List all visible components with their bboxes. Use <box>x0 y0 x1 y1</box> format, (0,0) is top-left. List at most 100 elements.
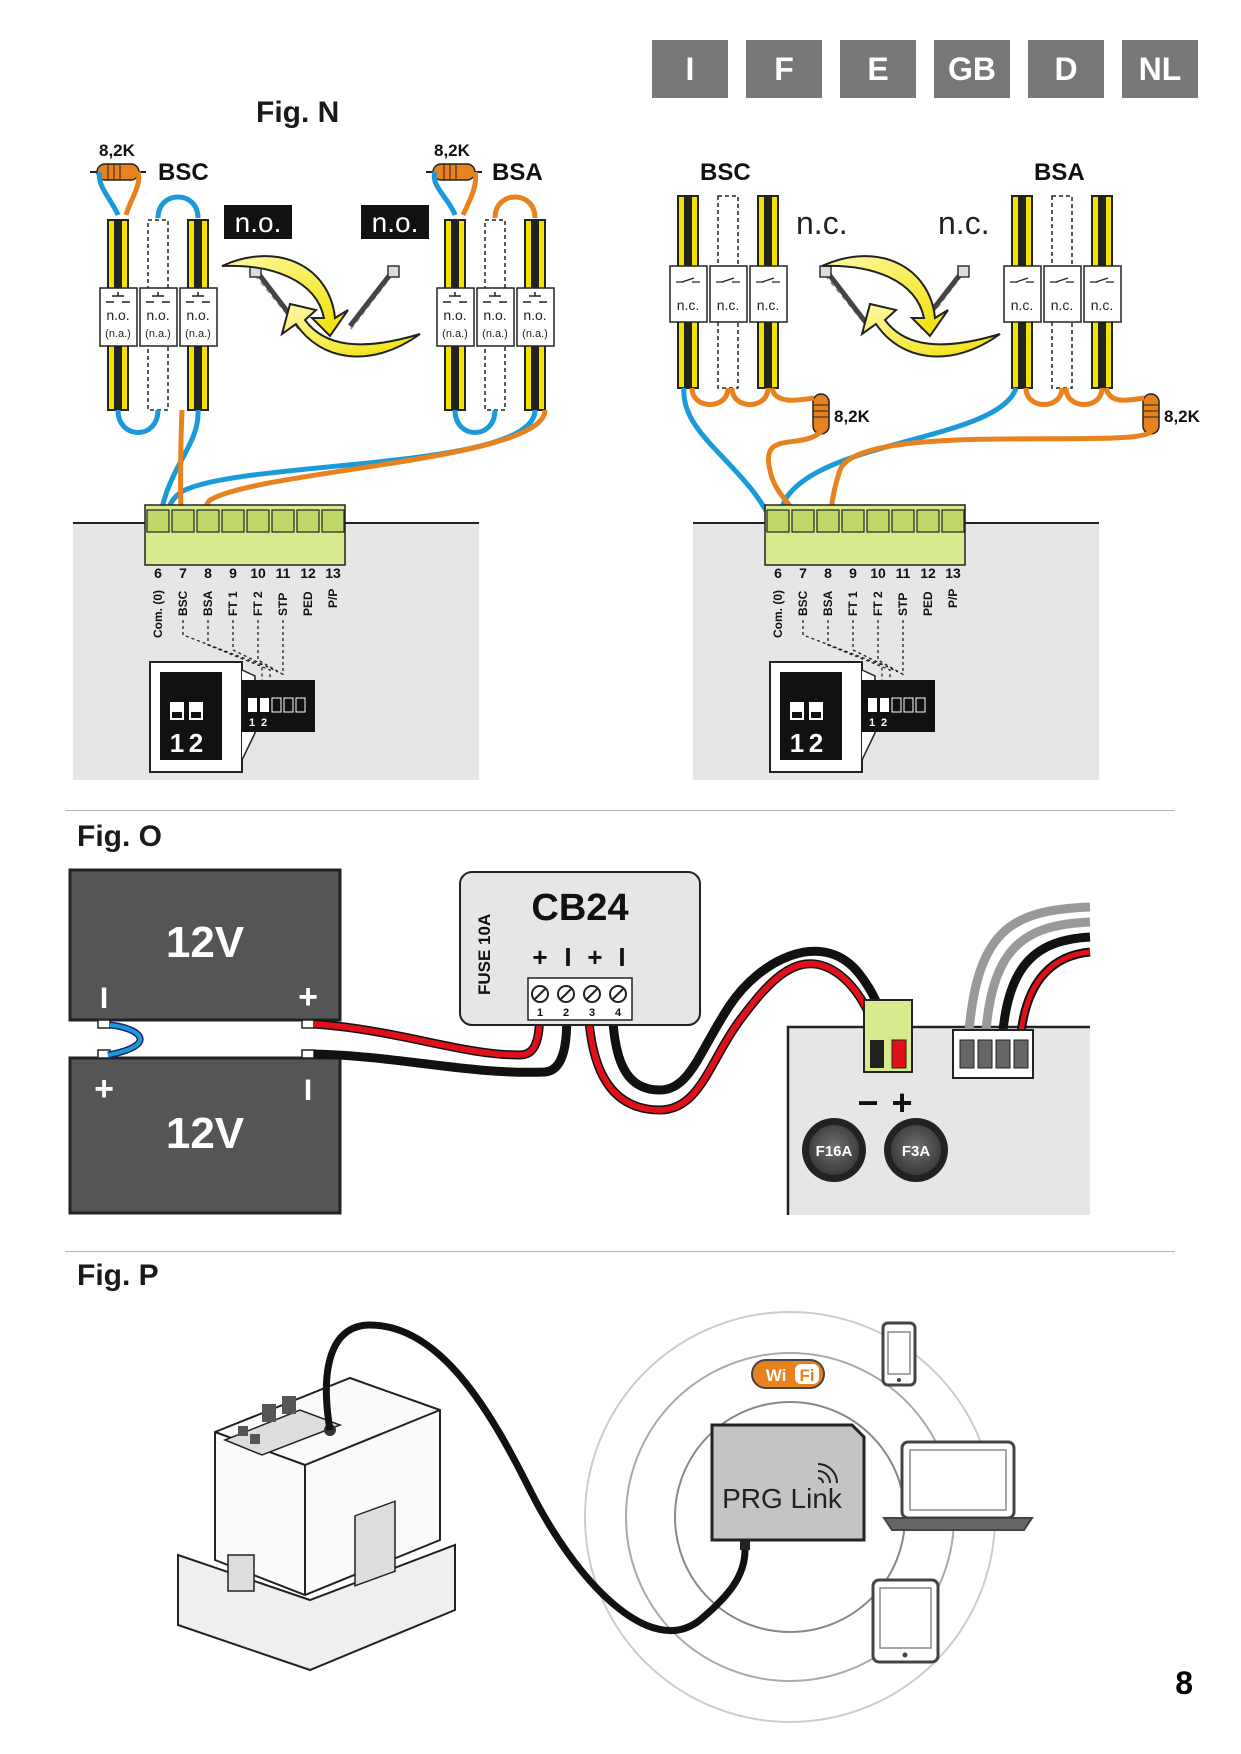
resistor-bsa-right <box>1142 393 1160 435</box>
cb24-module <box>459 871 701 1026</box>
terminal-name-ped-left: PED <box>301 591 315 616</box>
dip-label-2-left: 2 <box>189 728 203 758</box>
cb24-fuse-label: FUSE 10A <box>475 914 494 995</box>
terminal-name-stp-right: STP <box>896 593 910 616</box>
wifi-badge <box>751 1359 825 1389</box>
contact-nc-3: n.c. <box>757 297 780 313</box>
smartphone-icon <box>881 1321 917 1387</box>
bsa-label-right: BSA <box>1034 159 1085 186</box>
page-number: 8 <box>1175 1665 1193 1701</box>
gate-arrows-left <box>221 255 421 358</box>
cb24-pol-4: I <box>618 942 625 972</box>
terminal-9-right: 9 <box>849 565 857 581</box>
contact-no-2: n.o. <box>146 307 169 323</box>
contact-no-3: n.o. <box>186 307 209 323</box>
nc-switch-symbols <box>676 277 1114 283</box>
fig-n-left: n.o. n.o. n.o. n.o. n.o. n.o. (n.a.) (n.… <box>73 141 555 780</box>
terminal-block-right <box>764 504 966 566</box>
terminal-12-left: 12 <box>300 565 316 581</box>
terminal-10-right: 10 <box>870 565 886 581</box>
battery-bottom-minus: I <box>304 1074 312 1107</box>
wires-left <box>96 171 548 541</box>
terminal-13-right: 13 <box>945 565 961 581</box>
terminal-10-left: 10 <box>250 565 266 581</box>
battery-top-voltage: 12V <box>166 918 245 967</box>
control-board-right <box>693 523 1099 780</box>
dip-leaders-left <box>182 620 285 680</box>
lang-tab-i[interactable]: I <box>652 40 728 98</box>
contact-boxes-right <box>669 265 1122 323</box>
terminal-name-bsa-right: BSA <box>821 590 835 616</box>
switch-symbols-left <box>106 292 547 303</box>
terminal-12-right: 12 <box>920 565 936 581</box>
no-tag-text-1: n.o. <box>235 207 282 238</box>
contact-nc-4: n.c. <box>1011 297 1034 313</box>
dip-label-1-left: 1 <box>170 728 184 758</box>
dip-switch-left <box>149 661 315 773</box>
dip-switch-right <box>769 661 935 773</box>
fig-o: 12V 12V I + + I CB24 FUSE 10A + I + <box>68 868 1091 1215</box>
dip-label-1-right: 1 <box>790 728 804 758</box>
terminal-name-bsa-left: BSA <box>201 590 215 616</box>
contact-na-4: (n.a.) <box>442 328 468 340</box>
terminal-7-right: 7 <box>799 565 807 581</box>
terminal-6-left: 6 <box>154 565 162 581</box>
resistor-label-bsa-left: 8,2K <box>434 141 471 160</box>
cb24-terminal-2: 2 <box>563 1007 569 1019</box>
cb24-name: CB24 <box>531 887 628 929</box>
lang-tab-gb[interactable]: GB <box>934 40 1010 98</box>
terminal-7-left: 7 <box>179 565 187 581</box>
terminal-name-bsc-left: BSC <box>176 590 190 616</box>
terminal-9-left: 9 <box>229 565 237 581</box>
contact-no-1: n.o. <box>106 307 129 323</box>
terminal-name-bsc-right: BSC <box>796 590 810 616</box>
lang-tab-e[interactable]: E <box>840 40 916 98</box>
divider-n-o <box>65 810 1175 811</box>
fig-p: PRG Link Wi Fi <box>177 1311 1034 1723</box>
contact-na-1: (n.a.) <box>105 328 131 340</box>
nc-tag-2: n.c. <box>938 205 990 241</box>
contact-na-2: (n.a.) <box>145 328 171 340</box>
contact-na-5: (n.a.) <box>482 328 508 340</box>
wires-fig-o <box>107 946 895 1115</box>
dip-small-1-left: 1 <box>249 717 255 729</box>
terminal-11-left: 11 <box>276 565 291 581</box>
terminal-11-right: 11 <box>896 565 911 581</box>
prg-link-device <box>710 1423 866 1542</box>
dip-leaders-right <box>802 620 905 680</box>
terminal-8-left: 8 <box>204 565 212 581</box>
battery-bottom <box>68 1056 342 1215</box>
wifi-label-left: Wi <box>766 1366 787 1385</box>
control-board-left <box>73 523 479 780</box>
resistor-label-bsc-left: 8,2K <box>99 141 136 160</box>
laptop-icon <box>882 1440 1034 1531</box>
fig-n-title: Fig. N <box>256 96 340 129</box>
battery-top-minus: I <box>100 982 108 1015</box>
terminal-name-com-left: Com. (0) <box>151 590 165 638</box>
terminal-13-left: 13 <box>325 565 341 581</box>
board-minus: − <box>857 1082 878 1123</box>
wifi-label-right: Fi <box>799 1366 814 1385</box>
cb24-pol-2: I <box>564 942 571 972</box>
battery-top <box>68 868 342 1022</box>
battery-top-plus: + <box>298 978 318 1016</box>
resistor-label-bsc-right: 8,2K <box>834 407 871 426</box>
terminal-name-ft2-right: FT 2 <box>871 591 885 616</box>
contact-no-6: n.o. <box>523 307 546 323</box>
terminal-name-ft1-right: FT 1 <box>846 591 860 616</box>
cb24-terminal-3: 3 <box>589 1007 595 1019</box>
lang-tab-nl[interactable]: NL <box>1122 40 1198 98</box>
terminal-name-stp-left: STP <box>276 593 290 616</box>
contact-nc-2: n.c. <box>717 297 740 313</box>
board-plus: + <box>891 1082 912 1123</box>
fuse-f3a-label: F3A <box>902 1143 931 1160</box>
lang-tab-d[interactable]: D <box>1028 40 1104 98</box>
contact-na-6: (n.a.) <box>522 328 548 340</box>
terminal-name-ped-right: PED <box>921 591 935 616</box>
cb24-terminal-1: 1 <box>537 1007 543 1019</box>
lang-tab-f[interactable]: F <box>746 40 822 98</box>
cb24-pol-3: + <box>587 942 602 972</box>
contact-nc-1: n.c. <box>677 297 700 313</box>
cb24-terminal-4: 4 <box>615 1007 622 1019</box>
